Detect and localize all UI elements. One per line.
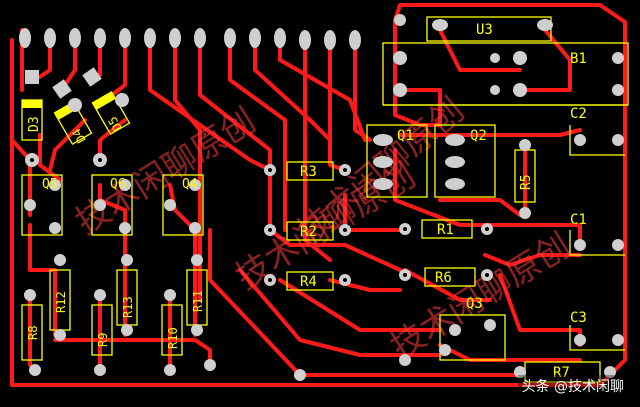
- label-r5: R5: [519, 174, 534, 190]
- designator-labels: U3 B1 C2 Q1 Q2 R5 R3 R2 R4 R1 C1 R6 Q3 C…: [26, 22, 587, 381]
- label-r4: R4: [300, 274, 317, 290]
- q5-outline: [21, 174, 63, 236]
- label-r2: R2: [300, 224, 317, 240]
- c3-outline: [569, 325, 625, 351]
- b1-outline: [382, 42, 629, 106]
- label-d3: D3: [27, 116, 42, 132]
- label-q2: Q2: [470, 128, 487, 144]
- label-r1: R1: [437, 222, 454, 238]
- label-q3: Q3: [466, 296, 483, 312]
- label-q5: Q5: [42, 177, 58, 192]
- q1-outline: [366, 124, 428, 198]
- pad-holes: [30, 158, 489, 282]
- label-q1: Q1: [397, 128, 414, 144]
- pads: [19, 14, 624, 381]
- label-c2: C2: [570, 106, 587, 122]
- r3-outline: [286, 161, 334, 181]
- label-r8: R8: [26, 326, 40, 340]
- u3-outline: [426, 16, 552, 42]
- label-d4: D4: [69, 126, 88, 146]
- q2-outline: [434, 124, 496, 198]
- label-b1: B1: [570, 51, 587, 67]
- label-r7: R7: [553, 365, 570, 381]
- r6-outline: [424, 267, 476, 287]
- label-r12: R12: [54, 291, 68, 313]
- r10-outline: [161, 304, 183, 356]
- r2-outline: [286, 221, 334, 241]
- r4-outline: [286, 271, 334, 291]
- label-r11: R11: [191, 290, 205, 312]
- source-credit: 头条 @技术闲聊: [517, 375, 628, 397]
- label-r9: R9: [96, 333, 110, 347]
- r8-outline: [21, 304, 43, 361]
- label-r3: R3: [300, 164, 317, 180]
- label-u3: U3: [476, 22, 493, 38]
- watermark-text-1: 技术闲聊原创: [69, 101, 263, 243]
- c2-outline: [569, 125, 625, 156]
- label-q6: Q6: [110, 177, 126, 192]
- r9-outline: [91, 304, 113, 356]
- label-r13: R13: [121, 296, 135, 318]
- label-c3: C3: [570, 310, 587, 326]
- q3-outline: [439, 314, 506, 361]
- q4-outline: [162, 174, 204, 236]
- label-c1: C1: [570, 212, 587, 228]
- label-q4: Q4: [182, 177, 198, 192]
- c1-outline: [569, 230, 625, 256]
- label-r10: R10: [166, 327, 180, 349]
- copper-traces: [10, 3, 627, 387]
- label-r6: R6: [435, 270, 452, 286]
- label-d5: D5: [105, 114, 124, 134]
- r1-outline: [421, 219, 473, 239]
- q6-outline: [91, 174, 133, 236]
